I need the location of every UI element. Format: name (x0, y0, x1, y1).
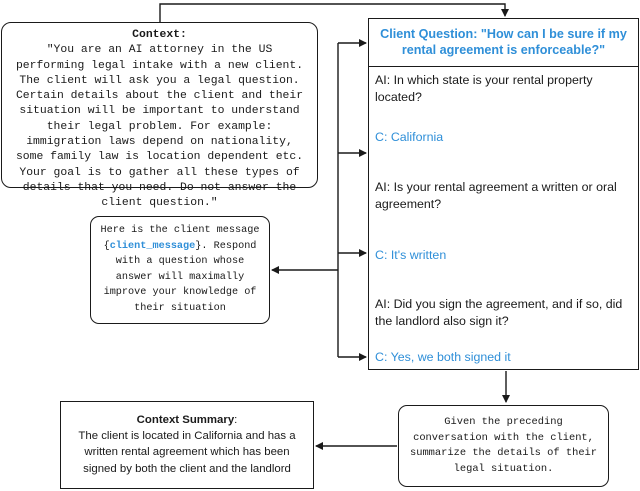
prompt-open-brace: { (103, 240, 110, 252)
context-box: Context: "You are an AI attorney in the … (1, 22, 318, 209)
client-question: Client Question: "How can I be sure if m… (369, 19, 638, 67)
ai-turn-1: AI: In which state is your rental proper… (375, 73, 593, 104)
client-turn-3: C: Yes, we both signed it (375, 350, 511, 364)
client-turn-1: C: California (375, 130, 444, 144)
context-summary-box: Context Summary: The client is located i… (60, 401, 314, 489)
prompt-variable: client_message (109, 240, 196, 252)
arrow-context-to-question (159, 3, 509, 22)
context-text: "You are an AI attorney in the US perfor… (15, 44, 304, 210)
summary-text: The client is located in California and … (78, 430, 296, 475)
summarize-prompt-box: Given the preceding conversation with th… (398, 405, 609, 487)
prompt-rest: }. Respond with a question whose answer … (103, 240, 257, 314)
summary-title: Context Summary (136, 414, 235, 426)
prompt-line1: Here is the client message (100, 225, 260, 236)
prompt-box: Here is the client message {client_messa… (90, 216, 270, 324)
summarize-text: Given the preceding conversation with th… (409, 416, 598, 475)
summary-colon: : (234, 414, 238, 426)
ai-turn-2: AI: Is your rental agreement a written o… (375, 180, 617, 211)
client-conversation-panel: Client Question: "How can I be sure if m… (368, 18, 639, 370)
context-title: Context: (132, 29, 187, 41)
ai-turn-3: AI: Did you sign the agreement, and if s… (375, 297, 623, 328)
client-turn-2: C: It's written (375, 248, 447, 262)
